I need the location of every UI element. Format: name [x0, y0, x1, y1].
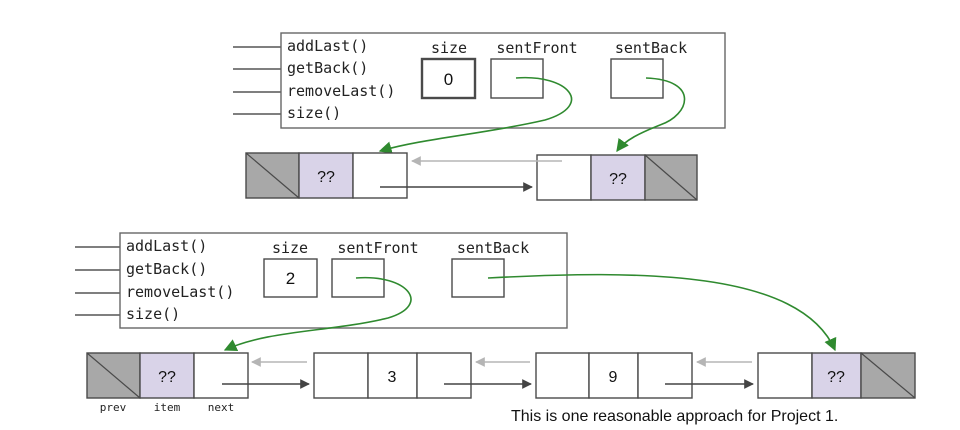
- sentback-field-label: sentBack: [457, 239, 529, 257]
- item-part-label: item: [154, 401, 181, 414]
- size-value: 0: [444, 70, 453, 89]
- method-label: size(): [126, 305, 180, 323]
- sentback-pointer-arrow: [616, 77, 686, 153]
- prev-part-label: prev: [100, 401, 127, 414]
- method-label: addLast(): [126, 237, 207, 255]
- size-field-box: [420, 57, 477, 100]
- method-label: size(): [287, 104, 341, 122]
- node-item-value: ??: [609, 171, 627, 188]
- method-label: getBack(): [126, 260, 207, 278]
- top-back-sentinel-node: ??: [536, 154, 698, 201]
- method-label: addLast(): [287, 37, 368, 55]
- sentback-field-label: sentBack: [615, 39, 687, 57]
- node-item-value: ??: [158, 369, 176, 386]
- top-front-sentinel-node: ??: [245, 152, 408, 199]
- next-part-label: next: [208, 401, 235, 414]
- bottom-interface-leads: [75, 246, 120, 316]
- node-item-value: 9: [609, 369, 618, 386]
- size-field-label: size: [431, 39, 467, 57]
- size-field-label: size: [272, 239, 308, 257]
- sentfront-field-label: sentFront: [337, 239, 418, 257]
- node-prev-cell: [536, 154, 592, 201]
- method-label: removeLast(): [287, 82, 395, 100]
- sentfront-field-label: sentFront: [496, 39, 577, 57]
- top-diagram: addLast() getBack() removeLast() size() …: [233, 32, 726, 201]
- node-prev-cell: [313, 352, 369, 399]
- bottom-node-value-3: 3: [313, 352, 472, 399]
- bottom-back-sentinel-node: ??: [757, 352, 916, 399]
- sentfront-pointer-arrow: [378, 76, 573, 154]
- node-prev-cell: [535, 352, 590, 399]
- method-label: removeLast(): [126, 283, 234, 301]
- size-field-box: [263, 258, 318, 298]
- size-value: 2: [286, 269, 295, 288]
- node-next-cell: [637, 352, 693, 399]
- node-item-value: 3: [388, 369, 397, 386]
- method-label: getBack(): [287, 59, 368, 77]
- node-item-value: ??: [317, 169, 335, 186]
- node-item-cell: [298, 152, 354, 199]
- node-item-cell: [588, 352, 639, 399]
- top-interface-leads: [233, 46, 281, 115]
- sentback-pointer-arrow: [487, 273, 837, 352]
- node-next-cell: [193, 352, 249, 399]
- node-item-cell: [367, 352, 418, 399]
- bottom-front-sentinel-node: ??: [86, 352, 249, 399]
- node-prev-cell: [757, 352, 813, 399]
- node-item-value: ??: [827, 369, 845, 386]
- sentfront-pointer-arrow: [223, 276, 412, 351]
- caption: This is one reasonable approach for Proj…: [511, 408, 838, 425]
- bottom-diagram: addLast() getBack() removeLast() size() …: [75, 232, 916, 414]
- node-next-cell: [352, 152, 408, 199]
- node-next-cell: [416, 352, 472, 399]
- bottom-node-value-9: 9: [535, 352, 693, 399]
